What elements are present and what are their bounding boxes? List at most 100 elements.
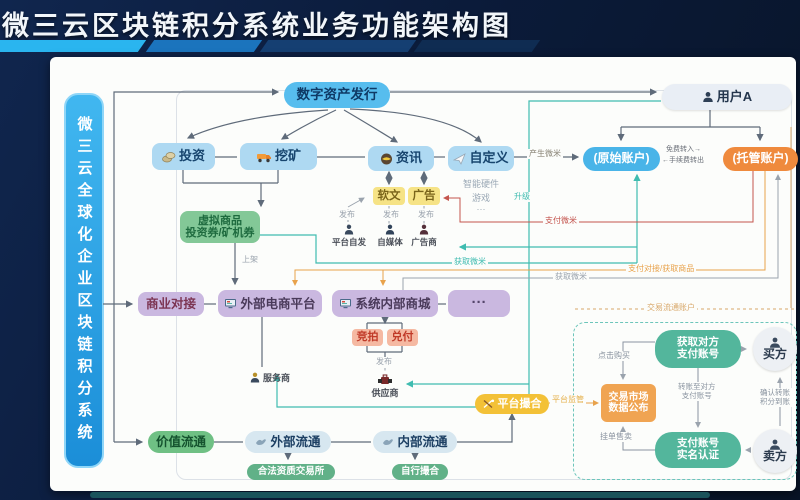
- internal-mall-label: 系统内部商城: [355, 296, 431, 311]
- edge-label-click-buy: 点击购买: [596, 351, 632, 361]
- sidebar-system-pill: 微三云全球化企业区块链积分系统: [64, 93, 104, 468]
- node-platform-match: 平台撮合: [475, 394, 549, 414]
- custom-label: 自定义: [469, 150, 509, 166]
- supplier-label: 供应商: [371, 388, 399, 398]
- service-provider-label: 服务商: [263, 373, 291, 383]
- node-soft-article: 软文: [373, 187, 405, 205]
- node-ext-flow: 外部流通: [245, 431, 331, 453]
- ext-ecom-label: 外部电商平台: [240, 296, 316, 311]
- person-icon: [419, 224, 429, 235]
- person-icon: [769, 439, 781, 450]
- value-flow-label: 价值流通: [155, 435, 206, 449]
- edge-label-pay-micro: 支付微米: [543, 216, 579, 226]
- edge-label-platform-supervise: 平台监管: [550, 395, 586, 405]
- bird-icon: [255, 437, 267, 447]
- page-title: 微三云区块链积分系统业务功能架构图: [2, 11, 512, 41]
- paper-plane-icon: [453, 152, 467, 165]
- edge-label-publish-2: 发布: [381, 210, 401, 220]
- node-int-flow: 内部流通: [373, 431, 457, 453]
- person-icon: [250, 372, 260, 383]
- node-digital-asset-issue: 数字资产发行: [284, 82, 390, 108]
- briefcase-icon: [377, 373, 393, 385]
- edge-label-trade-account: 交易流通账户: [645, 303, 697, 313]
- node-invest: 投资: [152, 143, 215, 170]
- platform-self-label: 平台自发: [331, 237, 366, 247]
- custom-sub-more: ···: [476, 204, 486, 214]
- int-flow-label: 内部流通: [397, 435, 448, 449]
- node-market-data: 交易市场 数据公布: [601, 384, 656, 422]
- virtual-goods-line2: 投资券/矿机券: [185, 227, 255, 239]
- edge-label-get-micro-teal: 获取微米: [452, 257, 488, 267]
- digital-asset-label: 数字资产发行: [296, 87, 378, 103]
- coins-icon: [162, 151, 176, 163]
- node-ext-ecom: 外部电商平台: [218, 290, 322, 317]
- custom-sub-game: 游戏: [471, 193, 490, 203]
- trust-account-label: (托管账户): [732, 151, 789, 166]
- person-icon: [385, 224, 395, 235]
- auction-label: 竞拍: [356, 331, 379, 344]
- user-a-label: 用户A: [716, 88, 753, 104]
- market-data-line2: 数据公布: [608, 403, 649, 414]
- edge-label-list-sell: 挂单售卖: [598, 432, 634, 442]
- node-internal-mall: 系统内部商城: [332, 290, 438, 317]
- person-icon: [702, 91, 714, 103]
- node-user-a: 用户A: [662, 84, 792, 110]
- node-trust-account: (托管账户): [723, 147, 798, 171]
- node-self-match: 自行撮合: [392, 464, 448, 480]
- tools-icon: [483, 399, 495, 409]
- transfer-line1: 转账至对方: [678, 382, 716, 391]
- edge-label-transfer: 转账至对方 支付账号: [676, 382, 718, 401]
- node-original-account: (原始账户): [583, 147, 660, 171]
- realname-line1: 支付账号: [677, 437, 719, 450]
- person-service-provider: 服务商: [250, 371, 290, 384]
- confirm-line2: 积分到账: [760, 397, 790, 407]
- biz-dock-label: 商业对接: [145, 297, 196, 311]
- edge-label-on-shelf: 上架: [240, 255, 260, 265]
- original-account-label: (原始账户): [593, 151, 650, 166]
- node-get-counterparty-account: 获取对方 支付账号: [655, 330, 741, 368]
- sidebar-label: 微三云全球化企业区块链积分系统: [75, 115, 93, 446]
- person-self-media: 自媒体: [376, 224, 404, 248]
- person-advertiser: 广告商: [410, 224, 438, 248]
- ad-label: 广告: [412, 189, 436, 202]
- node-redeem: 兑付: [387, 329, 418, 346]
- get-pay-line2: 支付账号: [677, 348, 719, 360]
- edge-label-free-in: 免费转入→: [664, 146, 703, 155]
- node-realname-auth: 支付账号 实名认证: [655, 432, 741, 468]
- node-buyer: 买方: [753, 327, 797, 371]
- legal-exchange-label: 合法资质交易所: [257, 465, 325, 477]
- bird-icon: [382, 437, 394, 447]
- edge-label-fee-out: ←手续费转出: [660, 157, 706, 166]
- node-seller: 卖方: [753, 429, 797, 473]
- market-data-line1: 交易市场: [608, 391, 649, 403]
- node-value-flow: 价值流通: [148, 431, 214, 453]
- self-media-label: 自媒体: [377, 237, 403, 247]
- custom-sub-hardware: 智能硬件: [462, 179, 499, 189]
- truck-icon: [256, 151, 272, 163]
- node-news: 资讯: [368, 146, 434, 171]
- more-label: ···: [471, 294, 487, 312]
- seller-label: 卖方: [762, 448, 787, 463]
- monitor-icon: [339, 298, 352, 309]
- buyer-label: 买方: [762, 346, 787, 361]
- ext-flow-label: 外部流通: [270, 435, 321, 449]
- node-biz-dock: 商业对接: [138, 292, 204, 316]
- realname-line2: 实名认证: [677, 449, 719, 461]
- advertiser-label: 广告商: [411, 237, 437, 247]
- edge-label-confirm: 确认转账 积分到账: [758, 388, 792, 407]
- transfer-line2: 支付账号: [681, 391, 712, 401]
- redeem-label: 兑付: [391, 331, 414, 344]
- person-icon: [769, 337, 781, 348]
- person-supplier: 供应商: [365, 373, 405, 399]
- node-auction: 竞拍: [352, 329, 383, 346]
- edge-label-upgrade: 升级: [512, 192, 532, 202]
- edge-label-produce-micro: 产生微米: [527, 149, 563, 159]
- node-custom: 自定义: [448, 146, 514, 171]
- person-icon: [344, 224, 354, 235]
- person-platform-self: 平台自发: [329, 224, 369, 248]
- news-cup-icon: [380, 153, 393, 165]
- news-label: 资讯: [395, 150, 422, 166]
- node-legal-exchange: 合法资质交易所: [247, 464, 335, 480]
